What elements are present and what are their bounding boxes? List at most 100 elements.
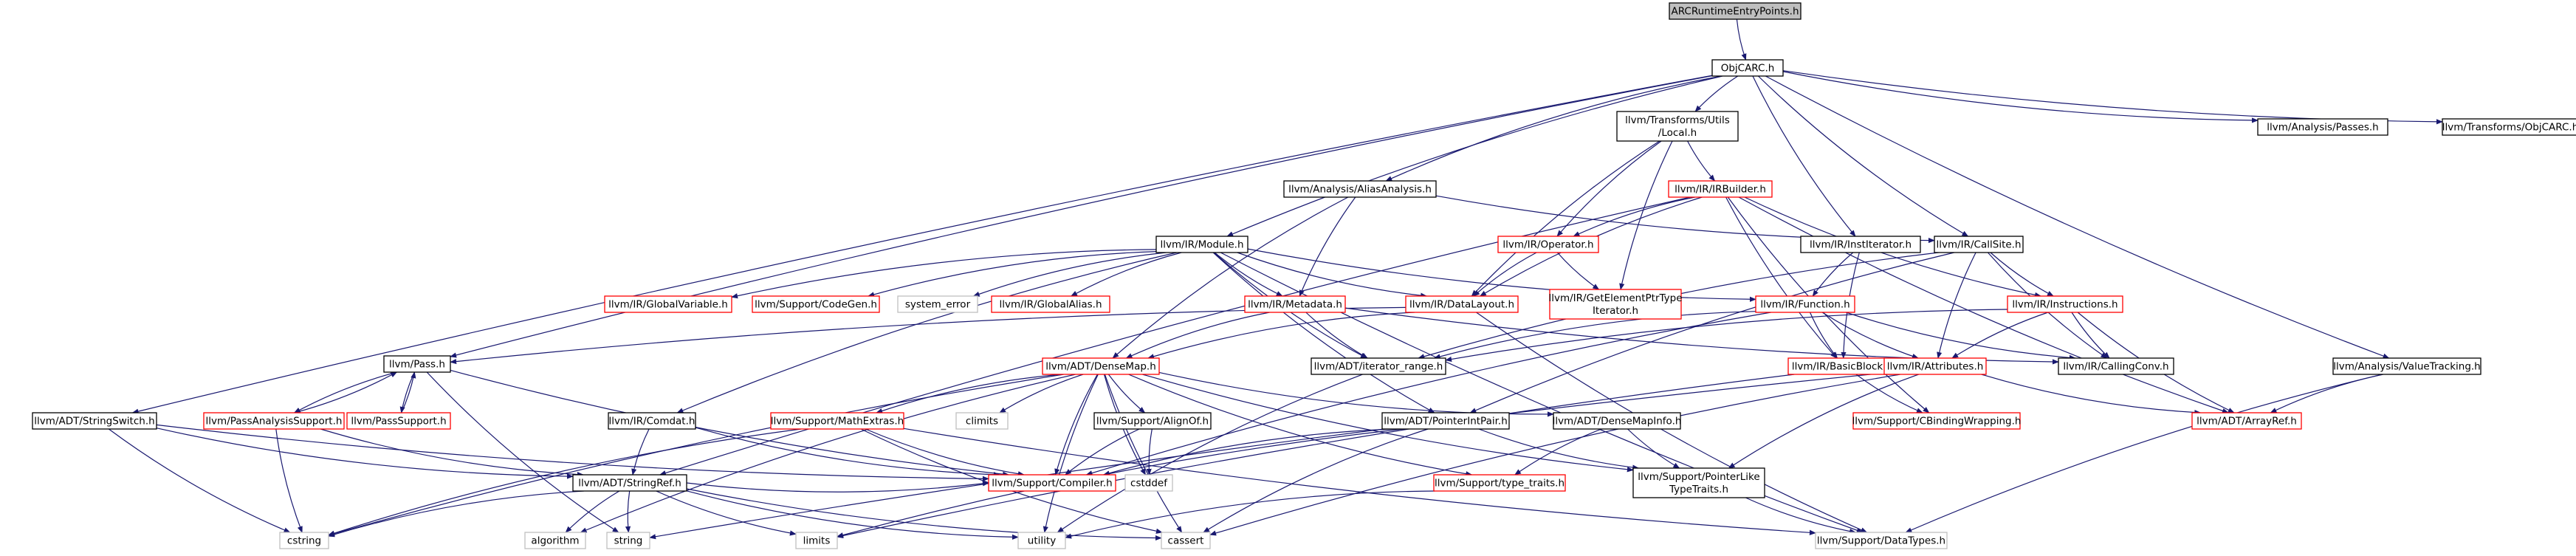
node-label: cstddef <box>1130 478 1168 490</box>
node-codegen[interactable]: llvm/Support/CodeGen.h <box>752 295 880 313</box>
node-stringref[interactable]: llvm/ADT/StringRef.h <box>572 474 687 492</box>
edge-tlocal-to-operator <box>1556 140 1662 237</box>
node-densemap[interactable]: llvm/ADT/DenseMap.h <box>1042 357 1160 375</box>
node-box <box>1283 180 1437 198</box>
node-institer[interactable]: llvm/IR/InstIterator.h <box>1800 236 1921 253</box>
node-label: llvm/Analysis/ValueTracking.h <box>2333 361 2480 373</box>
node-box <box>2007 295 2123 313</box>
edge-mathext-to-cstring <box>328 428 802 536</box>
node-typetraits[interactable]: llvm/Support/type_traits.h <box>1433 474 1566 492</box>
node-label: llvm/ADT/StringSwitch.h <box>34 416 154 428</box>
node-function[interactable]: llvm/IR/Function.h <box>1755 295 1855 313</box>
node-climits: climits <box>955 412 1009 430</box>
node-objc[interactable]: ObjCARC.h <box>1711 59 1784 77</box>
node-attrs[interactable]: llvm/IR/Attributes.h <box>1883 357 1987 375</box>
node-compiler[interactable]: llvm/Support/Compiler.h <box>988 474 1116 492</box>
node-box <box>795 532 838 549</box>
edge-irb-to-arrayref <box>1738 196 2229 413</box>
node-callsite[interactable]: llvm/IR/CallSite.h <box>1934 236 2024 253</box>
edge-stringref-to-utility <box>686 490 1019 540</box>
edge-objc-to-apasses <box>1782 71 2259 123</box>
node-metadata[interactable]: llvm/IR/Metadata.h <box>1244 295 1346 313</box>
node-label: llvm/IR/GetElementPtrType <box>1548 292 1682 304</box>
node-label: llvm/Pass.h <box>389 359 445 371</box>
node-apasses[interactable]: llvm/Analysis/Passes.h <box>2257 118 2388 136</box>
node-irb[interactable]: llvm/IR/IRBuilder.h <box>1668 180 1773 198</box>
node-dmapinfo[interactable]: llvm/ADT/DenseMapInfo.h <box>1553 412 1682 430</box>
node-strswitch[interactable]: llvm/ADT/StringSwitch.h <box>32 412 157 430</box>
node-module[interactable]: llvm/IR/Module.h <box>1155 236 1248 253</box>
node-label: llvm/ADT/StringRef.h <box>578 478 681 490</box>
node-label: llvm/IR/InstIterator.h <box>1810 239 1912 251</box>
node-label: TypeTraits.h <box>1669 484 1728 495</box>
edge-ptrint-to-limits <box>837 428 1404 538</box>
node-label: llvm/IR/DataLayout.h <box>1409 299 1514 311</box>
node-label: llvm/Support/PointerLike <box>1638 471 1759 483</box>
edge-vtrack-to-datatypes <box>1905 374 2383 533</box>
node-box <box>2191 412 2302 430</box>
node-label: utility <box>1028 535 1056 547</box>
node-vtrack[interactable]: llvm/Analysis/ValueTracking.h <box>2332 357 2481 375</box>
node-comdat[interactable]: llvm/IR/Comdat.h <box>608 412 696 430</box>
node-box <box>572 474 687 492</box>
node-arc[interactable]: ARCRuntimeEntryPoints.h <box>1669 2 1802 20</box>
node-box <box>604 295 732 313</box>
node-box <box>203 412 345 430</box>
node-box <box>1549 289 1682 320</box>
node-box <box>1883 357 1987 375</box>
node-label: algorithm <box>531 535 579 547</box>
edge-ptrint-to-compiler <box>1102 428 1395 476</box>
node-dlayout[interactable]: llvm/IR/DataLayout.h <box>1405 295 1519 313</box>
node-label: llvm/Support/MathExtras.h <box>771 416 904 428</box>
node-label: llvm/PassSupport.h <box>351 416 446 428</box>
node-cassert: cassert <box>1161 532 1211 549</box>
node-galias[interactable]: llvm/IR/GlobalAlias.h <box>991 295 1110 313</box>
node-label: llvm/Support/CodeGen.h <box>755 299 877 311</box>
node-label: ObjCARC.h <box>1721 63 1775 75</box>
node-string: string <box>606 532 650 549</box>
edge-ptrint-to-ptrlike <box>1478 428 1640 470</box>
node-callconv[interactable]: llvm/IR/CallingConv.h <box>2058 357 2174 375</box>
edge-dmapinfo-to-ptrlike <box>1627 428 1680 469</box>
edge-ptrlike-to-datatypes <box>1745 497 1857 535</box>
node-passsup[interactable]: llvm/PassSupport.h <box>346 412 451 430</box>
node-gvar[interactable]: llvm/IR/GlobalVariable.h <box>604 295 732 313</box>
node-tobjc[interactable]: llvm/Transforms/ObjCARC.h <box>2442 118 2576 136</box>
node-mathext[interactable]: llvm/Support/MathExtras.h <box>770 412 904 430</box>
node-instrs[interactable]: llvm/IR/Instructions.h <box>2007 295 2123 313</box>
node-box <box>279 532 329 549</box>
node-arrayref[interactable]: llvm/ADT/ArrayRef.h <box>2191 412 2302 430</box>
edge-densemap-to-compiler <box>1054 374 1098 476</box>
node-box <box>897 295 978 313</box>
node-label: cassert <box>1168 535 1204 547</box>
node-cbind[interactable]: llvm/Support/CBindingWrapping.h <box>1852 412 2022 430</box>
edge-densemap-to-alignof <box>1107 374 1146 413</box>
node-label: llvm/Transforms/ObjCARC.h <box>2442 122 2576 134</box>
edge-callsite-to-instrs <box>1990 252 2054 297</box>
edge-stringref-to-limits <box>656 490 797 536</box>
node-box <box>955 412 1009 430</box>
node-label: limits <box>803 535 831 547</box>
node-label: llvm/ADT/DenseMapInfo.h <box>1553 416 1682 428</box>
node-label: /Local.h <box>1658 127 1697 139</box>
node-box <box>1042 357 1160 375</box>
node-box <box>383 355 451 373</box>
node-box <box>1311 357 1446 375</box>
node-tlocal[interactable]: llvm/Transforms/Utils/Local.h <box>1616 111 1739 142</box>
node-label: llvm/Support/Compiler.h <box>992 478 1112 490</box>
node-alignof[interactable]: llvm/Support/AlignOf.h <box>1093 412 1212 430</box>
node-ptrint[interactable]: llvm/ADT/PointerIntPair.h <box>1381 412 1510 430</box>
node-iterrange[interactable]: llvm/ADT/iterator_range.h <box>1311 357 1446 375</box>
node-box <box>1161 532 1211 549</box>
node-label: llvm/Support/AlignOf.h <box>1096 416 1209 428</box>
node-alias[interactable]: llvm/Analysis/AliasAnalysis.h <box>1283 180 1437 198</box>
node-pass[interactable]: llvm/Pass.h <box>383 355 451 373</box>
node-box <box>32 412 157 430</box>
node-passanal[interactable]: llvm/PassAnalysisSupport.h <box>203 412 345 430</box>
edge-module-to-function <box>1247 248 1756 302</box>
node-bblock[interactable]: llvm/IR/BasicBlock.h <box>1787 357 1897 375</box>
node-operator[interactable]: llvm/IR/Operator.h <box>1497 236 1599 253</box>
